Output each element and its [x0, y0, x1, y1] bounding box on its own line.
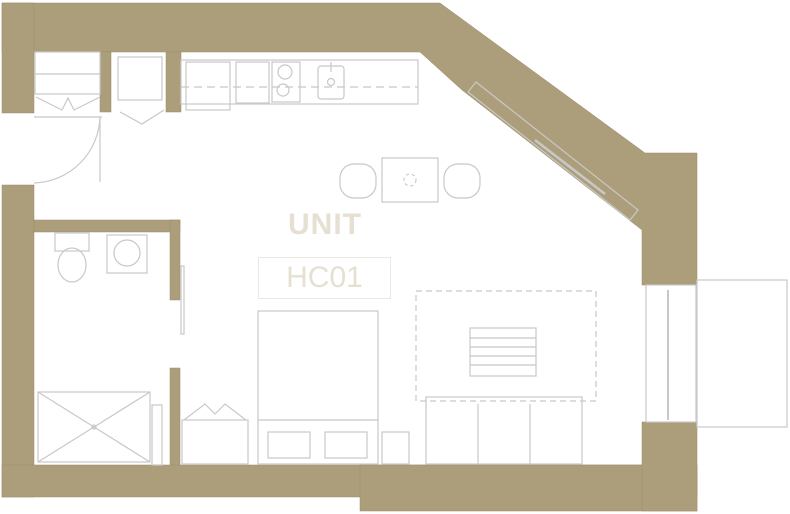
sofa — [425, 396, 583, 465]
bathroom-wall-lower — [169, 367, 181, 469]
unit-label: UNIT — [288, 208, 362, 241]
fixtures — [33, 51, 788, 466]
walls — [1, 2, 698, 512]
bathroom-wall-upper — [169, 219, 181, 301]
closet-divider-1 — [99, 51, 112, 113]
sink — [317, 62, 345, 100]
bathroom — [37, 232, 185, 466]
bathroom-top-wall — [33, 219, 181, 233]
bed — [181, 310, 410, 465]
kitchen-counter — [180, 59, 419, 111]
balcony-door[interactable] — [645, 279, 788, 428]
unit-code: HC01 — [258, 257, 391, 299]
washer-closet — [34, 51, 102, 118]
right-wall-lower — [641, 421, 698, 512]
window-diagonal — [467, 81, 639, 221]
fridge — [117, 56, 165, 125]
left-wall-upper — [1, 2, 35, 114]
dining-set — [339, 157, 481, 203]
rug — [469, 327, 537, 377]
entry-door[interactable] — [33, 116, 101, 184]
living-area — [415, 290, 597, 465]
cooktop — [271, 61, 301, 103]
top-wall — [1, 2, 698, 286]
closet-divider-2 — [165, 51, 182, 113]
left-wall-lower — [1, 184, 35, 498]
